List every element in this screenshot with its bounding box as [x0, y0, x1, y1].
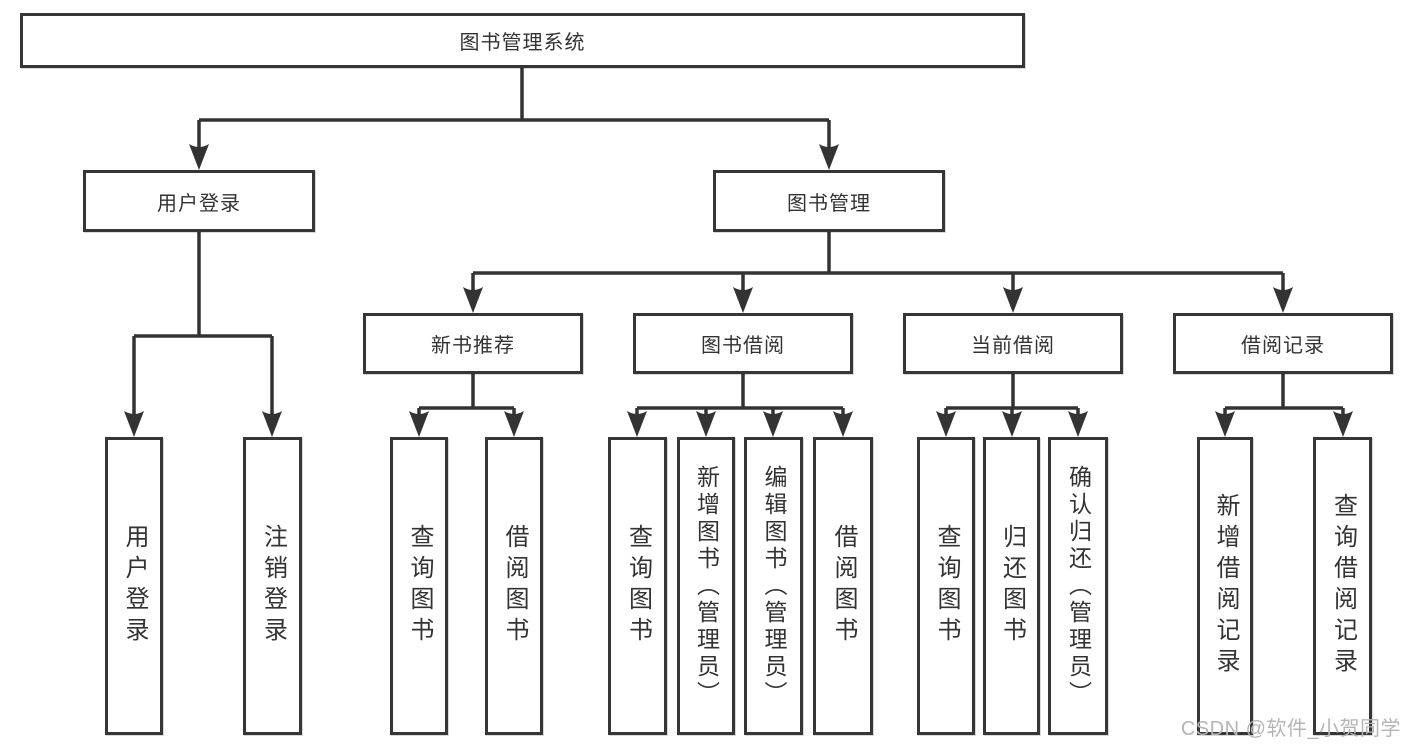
leaf-query-books-current-label: 查询图书 — [933, 524, 960, 648]
leaf-add-book-admin: 新增图书（管理员） — [677, 437, 735, 735]
leaf-query-borrow-record: 查询借阅记录 — [1313, 437, 1372, 735]
node-new-book-recommend-label: 新书推荐 — [431, 335, 515, 357]
node-new-book-recommend: 新书推荐 — [363, 313, 583, 374]
leaf-query-books-recommend: 查询图书 — [390, 437, 448, 735]
leaf-logout-label: 注销登录 — [259, 524, 287, 648]
leaf-confirm-return-admin: 确认归还（管理员） — [1048, 437, 1108, 735]
node-book-borrow-label: 图书借阅 — [701, 335, 785, 357]
leaf-add-book-admin-label: 新增图书（管理员） — [693, 464, 720, 708]
leaf-edit-book-admin: 编辑图书（管理员） — [744, 437, 803, 735]
leaf-return-book: 归还图书 — [983, 437, 1040, 735]
node-user-login: 用户登录 — [83, 170, 315, 232]
node-root-label: 图书管理系统 — [459, 32, 586, 54]
leaf-query-borrow-record-label: 查询借阅记录 — [1329, 493, 1357, 679]
leaf-borrow-books-borrow-label: 借阅图书 — [830, 524, 857, 648]
leaf-borrow-books-recommend-label: 借阅图书 — [501, 524, 528, 648]
leaf-user-login: 用户登录 — [105, 437, 163, 735]
leaf-query-books-borrow-label: 查询图书 — [624, 524, 652, 648]
node-book-management-label: 图书管理 — [787, 192, 871, 215]
leaf-add-borrow-record-label: 新增借阅记录 — [1212, 493, 1239, 679]
node-current-borrow: 当前借阅 — [903, 313, 1123, 374]
leaf-query-books-current: 查询图书 — [917, 437, 975, 735]
leaf-borrow-books-borrow: 借阅图书 — [813, 437, 873, 735]
leaf-borrow-books-recommend: 借阅图书 — [485, 437, 543, 735]
leaf-add-borrow-record: 新增借阅记录 — [1197, 437, 1253, 735]
leaf-logout: 注销登录 — [243, 437, 302, 735]
node-user-login-label: 用户登录 — [157, 192, 241, 215]
csdn-watermark: CSDN @软件_小贺同学 — [1180, 718, 1401, 740]
leaf-user-login-label: 用户登录 — [121, 524, 148, 648]
node-borrow-records-label: 借阅记录 — [1241, 335, 1325, 357]
node-book-management: 图书管理 — [713, 170, 945, 232]
leaf-query-books-recommend-label: 查询图书 — [406, 524, 433, 648]
leaf-return-book-label: 归还图书 — [998, 524, 1026, 648]
leaf-edit-book-admin-label: 编辑图书（管理员） — [761, 464, 787, 708]
node-book-borrow: 图书借阅 — [633, 313, 853, 374]
node-root: 图书管理系统 — [20, 13, 1025, 68]
node-current-borrow-label: 当前借阅 — [971, 335, 1055, 357]
leaf-confirm-return-admin-label: 确认归还（管理员） — [1065, 464, 1092, 708]
leaf-query-books-borrow: 查询图书 — [608, 437, 667, 735]
node-borrow-records: 借阅记录 — [1173, 313, 1393, 374]
